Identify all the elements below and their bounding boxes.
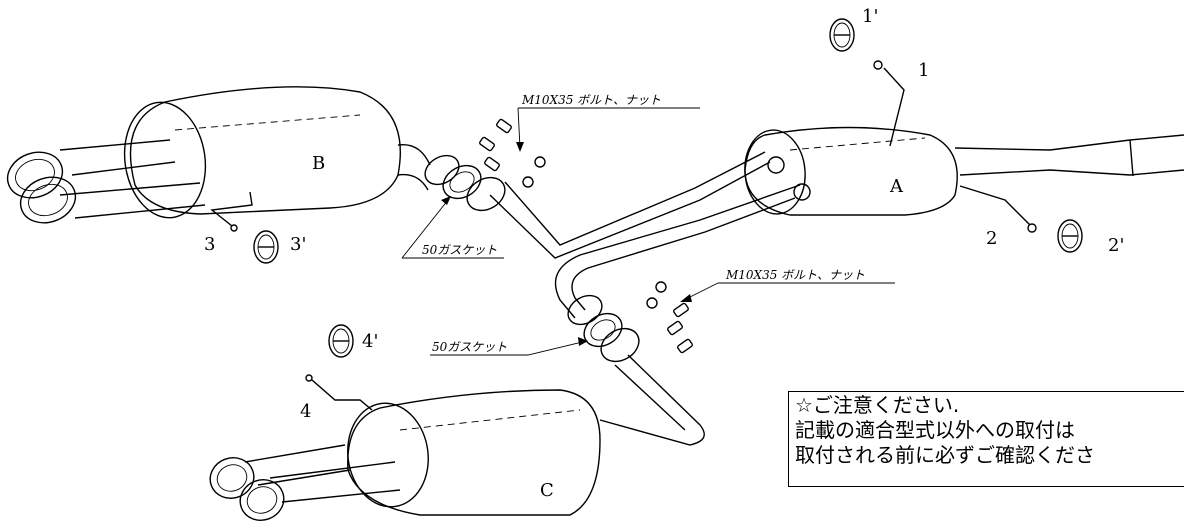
label-3: 3 [204, 234, 215, 255]
label-1: 1 [918, 60, 929, 81]
label-c: C [540, 480, 554, 501]
muffler-c [209, 354, 705, 521]
leader-gasket-mid [430, 337, 588, 356]
flange-top [424, 154, 506, 212]
notice-line-3: 取付される前に必ずご確認くださ [795, 443, 1095, 467]
notice-line-2: 記載の適合型式以外への取付は [795, 418, 1075, 442]
leader-gasket-top [401, 196, 504, 259]
rubber-hanger-2p [1057, 219, 1083, 253]
label-4-prime: 4' [362, 331, 378, 352]
muffler-b [6, 86, 431, 232]
callout-gasket-mid: 50ガスケット [432, 340, 507, 354]
callout-bolt-mid: M10X35 ボルト、ナット [725, 268, 865, 282]
notice-box: ☆ご注意ください. 記載の適合型式以外への取付は 取付される前に必ずご確認くださ [788, 391, 1184, 487]
callout-gasket-top: 50ガスケット [422, 243, 497, 257]
muffler-a [744, 60, 1184, 233]
label-2-prime: 2' [1108, 235, 1124, 256]
flange-mid [567, 294, 640, 363]
bolts-mid [646, 281, 693, 354]
label-b: B [312, 153, 325, 174]
notice-line-1: ☆ご注意ください. [795, 393, 960, 417]
leader-bolt-mid [680, 282, 895, 302]
label-1-prime: 1' [862, 6, 878, 27]
label-3-prime: 3' [290, 234, 306, 255]
label-a: A [889, 176, 904, 197]
label-2: 2 [986, 228, 997, 249]
leader-bolt-top [516, 107, 700, 152]
callout-bolt-top: M10X35 ボルト、ナット [521, 93, 661, 107]
rubber-hanger-1p [829, 18, 855, 52]
rubber-hanger-3p [253, 230, 279, 264]
rubber-hanger-4p [328, 324, 354, 358]
label-4: 4 [300, 401, 311, 422]
y-pipe [489, 151, 801, 319]
bolts-top [479, 118, 546, 188]
